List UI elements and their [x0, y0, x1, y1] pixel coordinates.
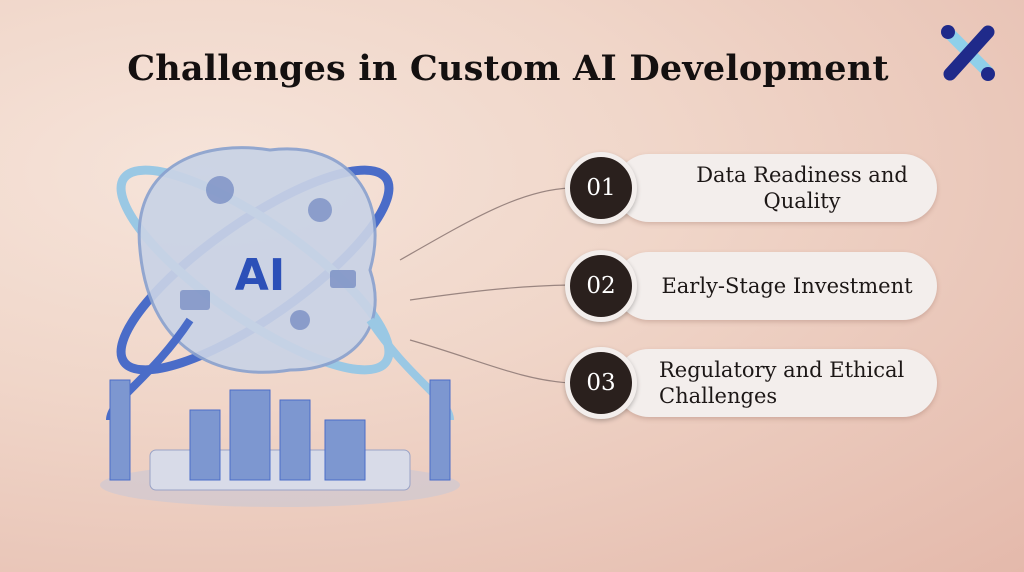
challenge-number-badge: 02 — [565, 250, 637, 322]
brand-logo — [941, 25, 995, 81]
challenge-number-badge: 03 — [565, 347, 637, 419]
ai-brain-illustration: AI — [100, 146, 460, 507]
challenge-number-badge: 01 — [565, 152, 637, 224]
page-title: Challenges in Custom AI Development — [127, 48, 889, 89]
challenge-item-2: Early-Stage Investment 02 — [565, 248, 937, 324]
challenge-item-3: Regulatory and Ethical Challenges 03 — [565, 345, 937, 421]
ai-label: AI — [235, 250, 285, 301]
challenge-label: Regulatory and Ethical Challenges — [659, 358, 905, 408]
challenge-label: Early-Stage Investment — [661, 274, 913, 298]
challenge-label: Data Readiness and Quality — [696, 163, 908, 213]
challenge-item-1: Data Readiness and Quality 01 — [565, 150, 937, 226]
